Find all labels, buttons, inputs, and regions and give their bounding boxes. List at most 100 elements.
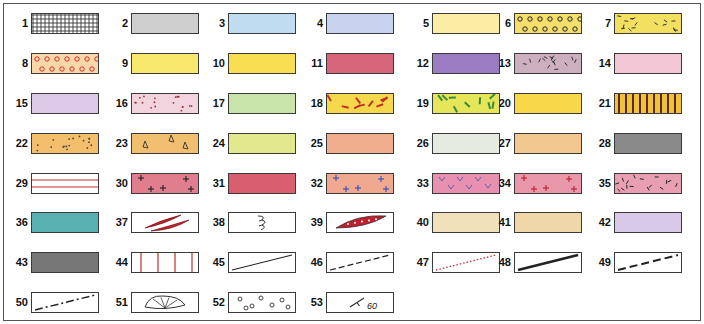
legend-swatch: 2 [131,13,199,34]
pattern-dot [62,146,64,148]
legend-swatch: 41 [514,212,582,233]
pattern-stroke [632,27,636,28]
swatch-number: 46 [308,256,323,269]
pattern-stroke [673,28,675,32]
swatch-number: 37 [113,216,128,229]
legend-swatch: 42 [614,212,682,233]
pattern-stroke [646,93,648,114]
swatch-number: 43 [13,256,28,269]
swatch-fill [614,252,682,273]
swatch-fill [614,173,682,194]
swatch-number: 35 [596,177,611,190]
swatch-number: 9 [113,57,128,70]
pattern-stroke [615,183,619,184]
swatch-number: 27 [496,137,511,150]
legend-swatch: 39 [326,212,394,233]
swatch-number: 11 [308,57,323,70]
squiggle-symbol [258,216,265,230]
pattern-stroke [572,57,573,61]
pattern-circle [523,27,527,31]
pattern-stroke [565,63,568,66]
legend-swatch: 10 [228,53,296,74]
swatch-ground [614,93,682,114]
pattern-stroke [573,186,574,192]
swatch-ground [326,212,394,233]
pattern-stroke [357,303,360,307]
swatch-fill [326,133,394,154]
pattern-stroke [664,20,667,22]
swatch-number: 30 [113,177,128,190]
swatch-number: 18 [308,97,323,110]
pattern-stroke [335,175,336,181]
pattern-stroke [382,97,387,102]
swatch-ground [614,252,682,273]
pattern-dot [83,140,85,142]
pattern-triangle [169,135,174,142]
swatch-number: 50 [13,296,28,309]
pattern-vee [466,185,472,189]
pattern-triangle [143,141,148,148]
lens-symbol [336,216,386,228]
swatch-number: 15 [13,97,28,110]
swatch-fill [326,13,394,34]
swatch-number: 40 [414,216,429,229]
swatch-fill [326,212,394,233]
legend-swatch: 38 [228,212,296,233]
swatch-ground [614,173,682,194]
pattern-stroke [544,57,548,59]
pattern-stroke [640,178,644,180]
swatch-number: 17 [210,97,225,110]
pattern-stroke [551,56,554,59]
pattern-dot [134,102,136,104]
pattern-dot [347,223,349,225]
swatch-ground [432,133,500,154]
pattern-dot [52,139,54,141]
fan-symbol [145,296,185,309]
pattern-stroke [140,175,141,181]
pattern-stroke [327,95,331,101]
swatch-fill [514,13,582,34]
swatch-ground [31,212,99,233]
pattern-dot [139,97,141,99]
pattern-dot [361,221,363,223]
pattern-dot [142,102,144,104]
pattern-dot [37,144,39,146]
pattern-stroke [550,57,554,59]
legend-swatch: 28 [614,133,682,154]
legend-swatch: 18 [326,93,394,114]
pattern-stroke [330,255,390,270]
swatch-ground [31,292,99,313]
pattern-stroke [625,93,627,114]
legend-swatch: 36 [31,212,99,233]
pattern-stroke [488,102,490,109]
pattern-dot [65,146,67,148]
pattern-stroke [35,295,95,310]
swatch-ground [432,212,500,233]
legend-swatch: 9 [131,53,199,74]
pattern-circle [553,27,557,31]
swatch-number: 48 [496,256,511,269]
legend-swatch: 13 [514,53,582,74]
swatch-ground [326,13,394,34]
pattern-circle [50,67,54,71]
swatch-fill [326,252,394,273]
swatch-ground [432,53,500,74]
pattern-stroke [342,106,349,108]
pattern-dot [90,144,92,146]
swatch-ground [31,173,99,194]
swatch-number: 8 [13,57,28,70]
legend-swatch: 32 [326,173,394,194]
swatch-fill [326,93,394,114]
legend-swatch: 48 [514,252,582,273]
pattern-circle [568,17,572,21]
swatch-number: 47 [414,256,429,269]
pattern-dot [63,146,65,148]
pattern-stroke [523,63,527,65]
swatch-ground [228,13,296,34]
swatch-fill [228,93,296,114]
pattern-stroke [623,24,624,28]
pattern-dot [72,137,74,139]
pattern-circle [80,67,84,71]
swatch-ground [228,93,296,114]
pattern-stroke [454,106,457,112]
